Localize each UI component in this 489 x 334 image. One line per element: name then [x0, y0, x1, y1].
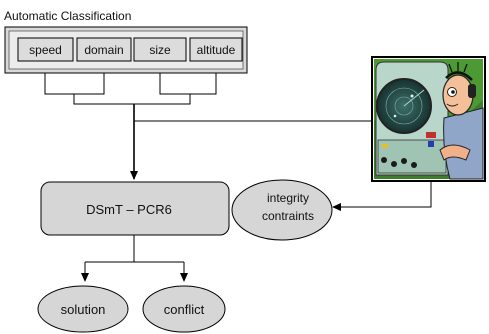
feature-box-domain: domain	[76, 37, 132, 62]
integrity-constraints-ellipse: integrity contraints	[231, 179, 333, 241]
solution-node: solution	[37, 285, 129, 333]
feature-box-size: size	[133, 37, 187, 62]
feature-box-speed: speed	[17, 37, 74, 62]
arrow-to-constraints	[332, 181, 432, 211]
svg-text:speed: speed	[29, 43, 62, 57]
output-connectors	[81, 235, 188, 282]
fusion-label: DSmT – PCR6	[86, 202, 172, 217]
svg-text:solution: solution	[61, 302, 106, 317]
svg-text:conflict: conflict	[164, 302, 205, 317]
fusion-box: DSmT – PCR6	[40, 181, 230, 236]
svg-text:domain: domain	[84, 43, 123, 57]
svg-text:size: size	[149, 43, 171, 57]
svg-text:contraints: contraints	[262, 209, 314, 223]
feature-box-altitude: altitude	[189, 37, 243, 62]
svg-text:altitude: altitude	[197, 43, 236, 57]
radar-operator-illustration	[371, 56, 486, 182]
svg-text:integrity: integrity	[267, 191, 309, 205]
classification-title: Automatic Classification	[4, 9, 131, 23]
conflict-node: conflict	[142, 285, 226, 333]
feature-connectors	[44, 73, 217, 105]
